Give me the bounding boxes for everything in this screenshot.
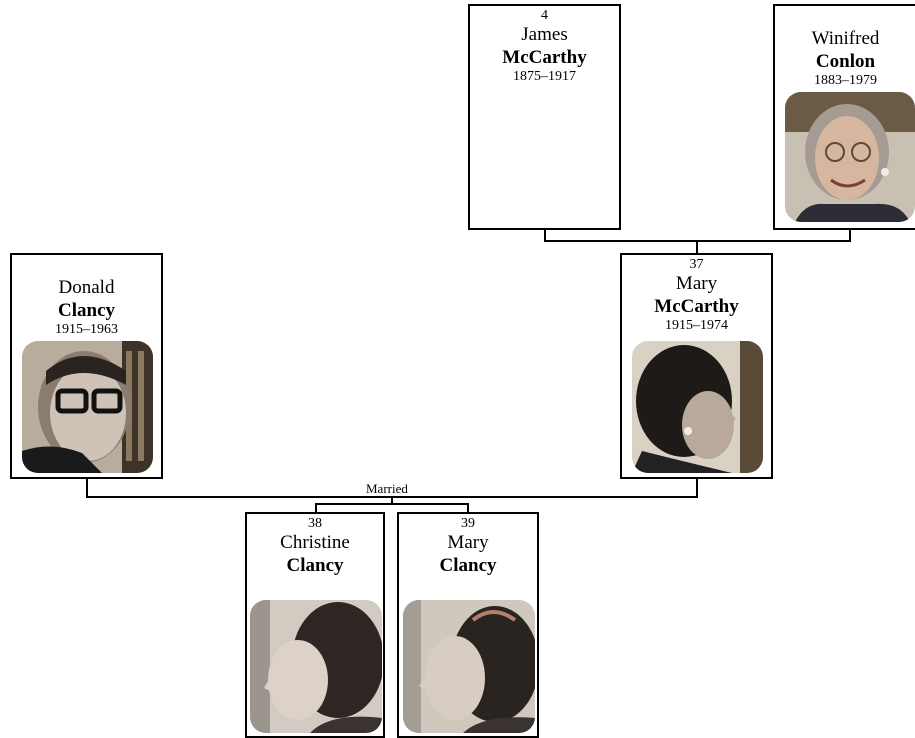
person-number: 4 xyxy=(541,8,548,23)
connector-children-stem xyxy=(391,496,393,504)
person-card-mary-clancy[interactable]: 39 Mary Clancy xyxy=(397,512,539,738)
given-name: Mary xyxy=(447,532,489,553)
portrait-girl-profile-icon xyxy=(250,600,382,733)
life-dates: 1875–1917 xyxy=(513,69,576,84)
connector-children-bar xyxy=(315,503,469,505)
connector-james xyxy=(544,228,546,242)
life-dates: 1915–1963 xyxy=(55,322,118,337)
connector-mary-mc-down xyxy=(696,478,698,498)
portrait-girl-profile-icon xyxy=(403,600,535,733)
portrait-woman-profile-icon xyxy=(632,341,763,473)
connector-to-mary-mc xyxy=(696,240,698,254)
portrait-man-glasses-icon xyxy=(22,341,153,473)
given-name: Winifred xyxy=(811,28,880,49)
connector-winifred xyxy=(849,228,851,242)
given-name: Christine xyxy=(280,532,350,553)
person-card-james-mccarthy[interactable]: 4 James McCarthy 1875–1917 xyxy=(468,4,621,230)
person-card-donald-clancy[interactable]: Donald Clancy 1915–1963 xyxy=(10,253,163,479)
surname: Clancy xyxy=(286,555,344,576)
surname: McCarthy xyxy=(654,296,739,317)
connector-mary-cl xyxy=(467,503,469,513)
surname: Clancy xyxy=(439,555,497,576)
surname: McCarthy xyxy=(502,47,587,68)
surname: Conlon xyxy=(815,51,876,72)
person-number: 37 xyxy=(689,257,704,272)
surname: Clancy xyxy=(58,300,115,321)
given-name: James xyxy=(521,24,568,45)
person-card-winifred-conlon[interactable]: Winifred Conlon 1883–1979 xyxy=(773,4,915,230)
life-dates: 1915–1974 xyxy=(665,318,728,333)
connector-donald xyxy=(86,478,88,498)
given-name: Donald xyxy=(58,277,115,298)
life-dates: 1883–1979 xyxy=(814,73,877,88)
person-card-mary-mccarthy[interactable]: 37 Mary McCarthy 1915–1974 xyxy=(620,253,773,479)
person-card-christine-clancy[interactable]: 38 Christine Clancy xyxy=(245,512,385,738)
portrait-elderly-woman-icon xyxy=(785,92,915,222)
connector-christine xyxy=(315,503,317,513)
given-name: Mary xyxy=(675,273,718,294)
person-number: 39 xyxy=(461,516,475,531)
person-number: 38 xyxy=(308,516,322,531)
married-label: Married xyxy=(364,481,410,496)
